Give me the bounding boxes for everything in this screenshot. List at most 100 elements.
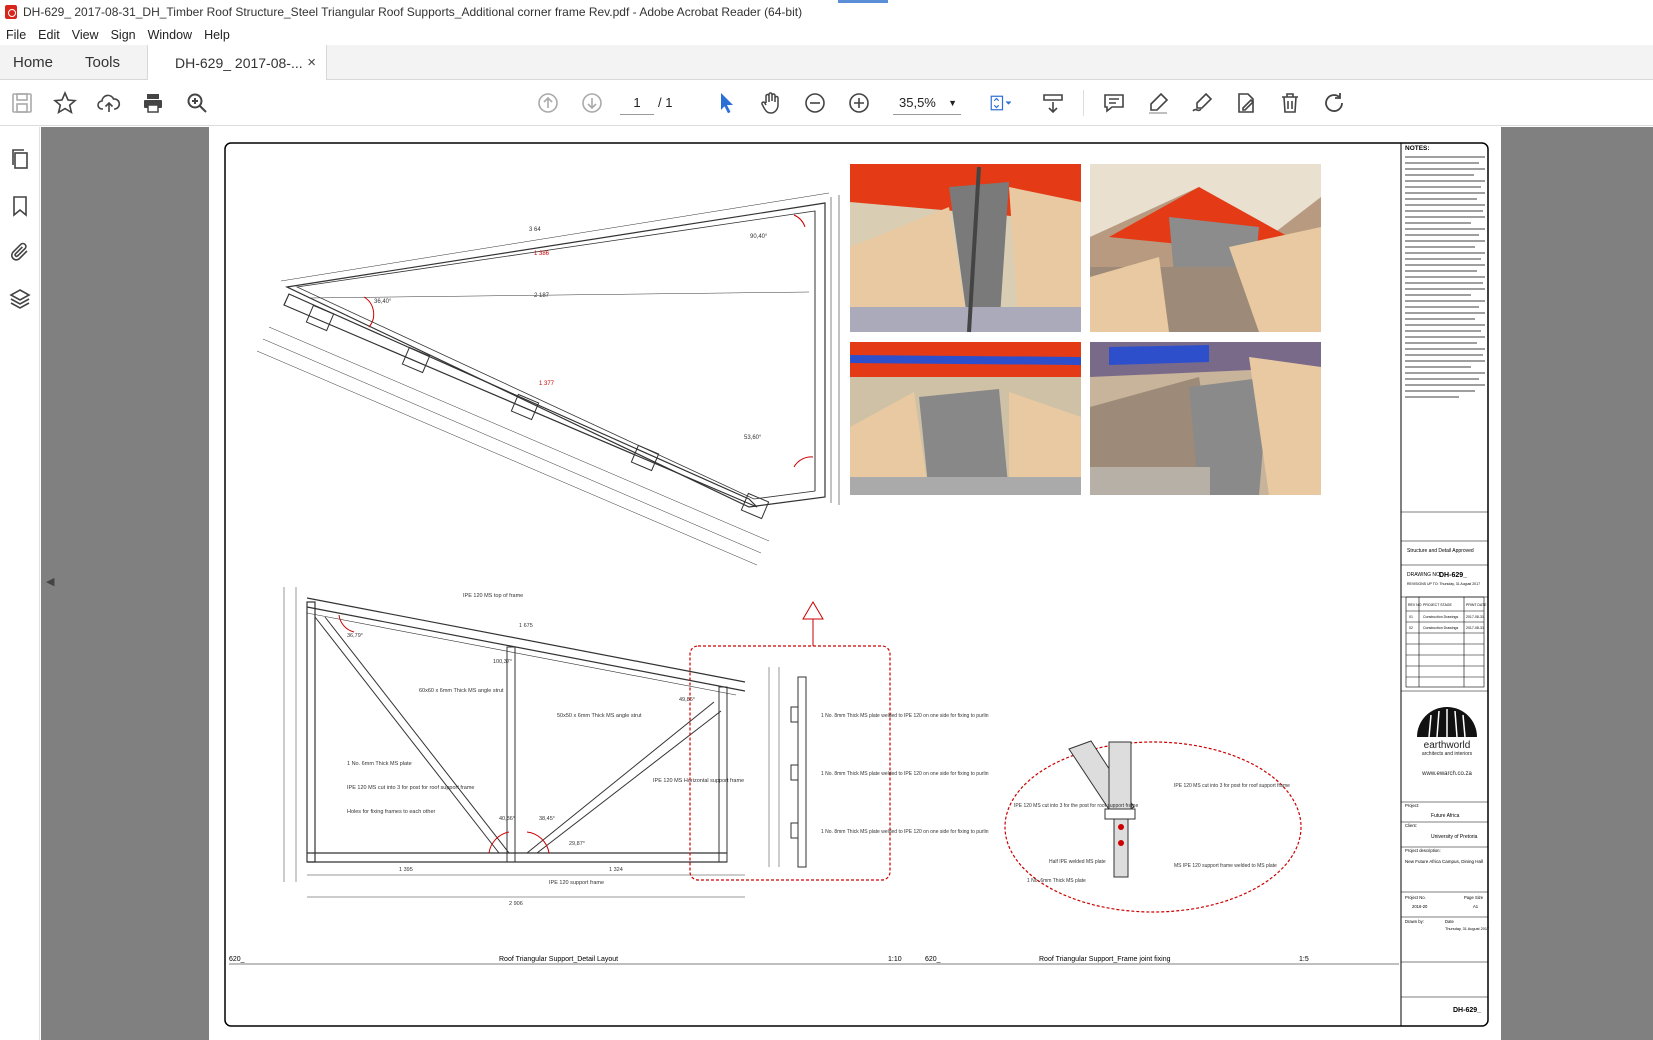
layers-icon[interactable] xyxy=(8,287,32,311)
notes-heading: NOTES: xyxy=(1405,145,1430,152)
project-no-label: Project No. xyxy=(1405,895,1426,900)
zoom-in-icon[interactable] xyxy=(845,89,873,117)
revision-line: REVISIONS UP TO: Thursday, 31 August 201… xyxy=(1407,582,1480,586)
angle-bottom-4: 38,45° xyxy=(539,816,555,822)
delete-icon[interactable] xyxy=(1276,89,1304,117)
menu-sign[interactable]: Sign xyxy=(110,27,136,42)
joint-callout-5: MS IPE 120 support frame welded to MS pl… xyxy=(1174,863,1277,869)
struct-approved: Structure and Detail Approved xyxy=(1407,548,1474,554)
zoom-level-value: 35,5% xyxy=(899,95,936,110)
angle-bottom-1: 36,79° xyxy=(347,633,363,639)
angle-bottom-3: 40,86° xyxy=(499,816,515,822)
tab-close-icon[interactable]: × xyxy=(307,54,316,71)
callout-ipe-post: IPE 120 MS cut into 3 for post for roof … xyxy=(347,785,474,791)
page-total: / 1 xyxy=(658,95,673,110)
client-label: Client: xyxy=(1405,823,1417,828)
dim-bottom-left: 1 395 xyxy=(399,867,413,873)
rev-1-date: 2017-08-31 xyxy=(1466,615,1484,619)
scale-right: 1:5 xyxy=(1299,956,1309,963)
sign-icon[interactable] xyxy=(1188,89,1216,117)
pdf-app-icon xyxy=(5,5,17,19)
joint-callout-4: 1 No. 6mm Thick MS plate xyxy=(1027,878,1086,884)
page-number-input[interactable]: 1 xyxy=(620,91,654,115)
callout-ipe-top: IPE 120 MS top of frame xyxy=(463,593,523,599)
callout-ipe-horizontal: IPE 120 MS Horizontal support frame xyxy=(653,778,744,784)
tab-document[interactable]: DH-629_ 2017-08-... × xyxy=(147,45,327,80)
joint-callout-3: Half IPE welded MS plate xyxy=(1049,859,1106,865)
comment-icon[interactable] xyxy=(1100,89,1128,117)
angle-bottom-6: 49,86° xyxy=(679,697,695,703)
dim-top-1: 3 64 xyxy=(529,227,541,233)
callout-plate-8c: 1 No. 8mm Thick MS plate welded to IPE 1… xyxy=(821,829,989,835)
render-photo-3 xyxy=(850,342,1081,495)
highlight-icon[interactable] xyxy=(1144,89,1172,117)
rev-1-stage: Construction Drawings xyxy=(1423,615,1458,619)
collapse-panel-icon[interactable]: ◀ xyxy=(46,576,55,588)
frame-detail-bottom xyxy=(283,587,746,898)
angle-bottom-5: 29,87° xyxy=(569,841,585,847)
rev-header-date: PRINT DATE xyxy=(1466,603,1487,607)
rev-2-date: 2017-08-31 xyxy=(1466,626,1484,630)
dim-bottom-top: 1 675 xyxy=(519,623,533,629)
dim-bottom-right: 1 324 xyxy=(609,867,623,873)
desc-value: New Future Africa Campus, Dining Hall xyxy=(1405,859,1483,864)
attachment-icon[interactable] xyxy=(8,240,32,264)
title-scroll-indicator xyxy=(838,0,888,3)
page-up-icon[interactable] xyxy=(534,89,562,117)
window-titlebar: DH-629_ 2017-08-31_DH_Timber Roof Struct… xyxy=(0,0,1653,24)
dim-top-3: 2 187 xyxy=(534,293,550,299)
zoom-out-icon[interactable] xyxy=(801,89,829,117)
rev-1-no: 01 xyxy=(1409,615,1413,619)
rev-2-stage: Construction Drawings xyxy=(1423,626,1458,630)
callout-plate-8a: 1 No. 8mm Thick MS plate welded to IPE 1… xyxy=(821,713,989,719)
callout-plate-6: 1 No. 6mm Thick MS plate xyxy=(347,761,412,767)
rotate-icon[interactable] xyxy=(1320,89,1348,117)
bookmark-icon[interactable] xyxy=(8,194,32,218)
pages-icon[interactable] xyxy=(8,147,32,171)
star-icon[interactable] xyxy=(51,89,79,117)
read-mode-icon[interactable] xyxy=(1039,89,1067,117)
drawn-by-label: Drawn by: xyxy=(1405,919,1424,924)
render-photo-4 xyxy=(1090,342,1321,495)
menu-edit[interactable]: Edit xyxy=(38,27,60,42)
tab-tools[interactable]: Tools xyxy=(85,54,121,71)
menu-window[interactable]: Window xyxy=(147,27,193,42)
window-title: DH-629_ 2017-08-31_DH_Timber Roof Struct… xyxy=(23,5,803,19)
date-label: Date xyxy=(1445,919,1455,924)
earthworld-logo: earthworld architects and interiors www.… xyxy=(1417,707,1477,777)
tab-home[interactable]: Home xyxy=(13,54,54,71)
menu-view[interactable]: View xyxy=(71,27,99,42)
render-photo-2 xyxy=(1090,164,1321,332)
edit-pdf-icon[interactable] xyxy=(1232,89,1260,117)
date-value: Thursday, 31 August 2017 xyxy=(1445,927,1489,931)
joint-callout-2: IPE 120 MS cut into 3 for the post for r… xyxy=(1014,803,1138,809)
drawing-no-label: DRAWING NO. xyxy=(1407,572,1441,578)
zoom-level-select[interactable]: 35,5% ▼ xyxy=(893,91,961,115)
page-size-label: Page Size xyxy=(1464,895,1484,900)
left-navigation-rail xyxy=(0,127,40,1040)
hand-icon[interactable] xyxy=(757,89,785,117)
joint-callout-1: IPE 120 MS cut into 3 for post for roof … xyxy=(1174,783,1290,789)
project-no: 2016-20 xyxy=(1412,904,1428,909)
callout-holes: Holes for fixing frames to each other xyxy=(347,809,436,815)
joint-detail-ellipse xyxy=(1004,741,1302,913)
menu-bar: File Edit View Sign Window Help xyxy=(0,24,1653,45)
rev-header-no: REV NO xyxy=(1408,603,1422,607)
rev-header-stage: PROJECT STAGE xyxy=(1423,603,1453,607)
page-down-icon[interactable] xyxy=(578,89,606,117)
drawing-no-small: DH-629_ xyxy=(1453,1007,1481,1014)
upload-icon[interactable] xyxy=(95,89,123,117)
fit-page-icon[interactable] xyxy=(983,89,1019,117)
drawing-sheet: 3 64 1 386 2 187 1 377 36,40° 90,40° 53,… xyxy=(224,142,1489,1027)
triangle-detail-top xyxy=(256,192,840,566)
search-zoom-icon[interactable] xyxy=(183,89,211,117)
save-icon[interactable] xyxy=(8,89,36,117)
title-right: Roof Triangular Support_Frame joint fixi… xyxy=(1039,956,1171,963)
select-arrow-icon[interactable] xyxy=(713,89,741,117)
menu-help[interactable]: Help xyxy=(204,27,230,42)
chevron-down-icon: ▼ xyxy=(948,98,957,108)
menu-file[interactable]: File xyxy=(6,27,27,42)
logo-sub: architects and interiors xyxy=(1422,751,1473,757)
callout-strut-50: 50x50 x 6mm Thick MS angle strut xyxy=(557,713,642,719)
print-icon[interactable] xyxy=(139,89,167,117)
